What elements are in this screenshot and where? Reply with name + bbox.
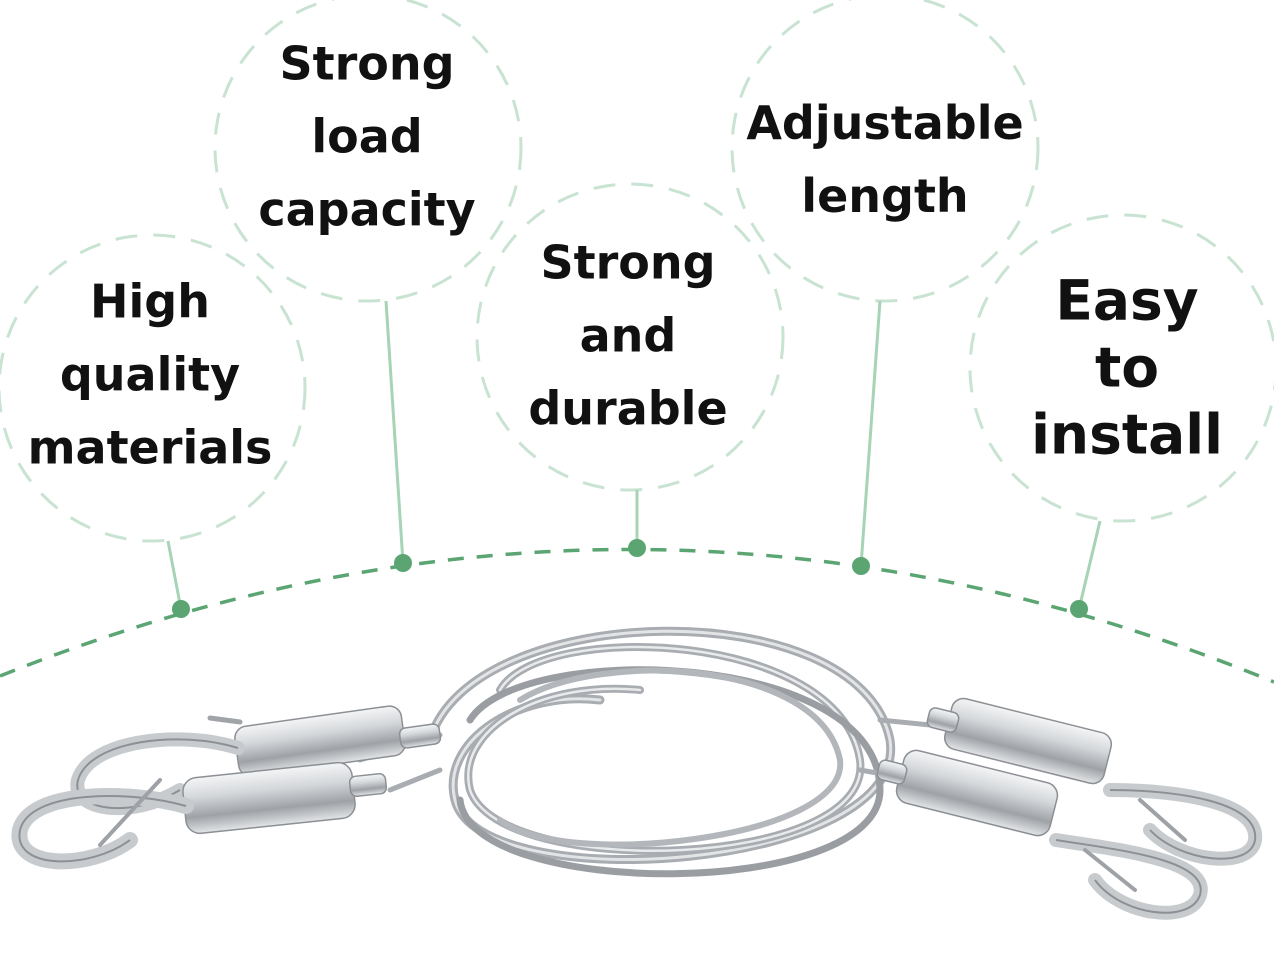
feature-label-load: Strong load capacity: [258, 36, 476, 237]
feature-circle-durable: [475, 182, 785, 492]
dot-load: [394, 554, 412, 572]
connector-install: [1077, 520, 1102, 610]
feature-circles: [0, 0, 1274, 543]
connector-adjustable: [859, 300, 882, 567]
feature-label-adjustable: Adjustable length: [746, 96, 1024, 223]
feature-circle-adjustable: [730, 0, 1040, 303]
feature-circle-quality: [0, 233, 307, 543]
dot-adjustable: [852, 557, 870, 575]
dot-install: [1070, 600, 1088, 618]
dot-quality: [172, 600, 190, 618]
connectors: [166, 300, 1102, 610]
arc-dots: [172, 539, 1088, 618]
feature-circle-install: [968, 213, 1274, 523]
feature-label-install: Easy to install: [1031, 268, 1223, 467]
feature-label-durable: Strong and durable: [528, 235, 728, 436]
wire-rope-lanyard-icon: [11, 626, 1263, 920]
connector-load: [384, 300, 405, 564]
feature-circle-load: [213, 0, 523, 303]
feature-label-quality: High quality materials: [27, 274, 273, 475]
connector-quality: [166, 540, 183, 610]
dot-durable: [628, 539, 646, 557]
